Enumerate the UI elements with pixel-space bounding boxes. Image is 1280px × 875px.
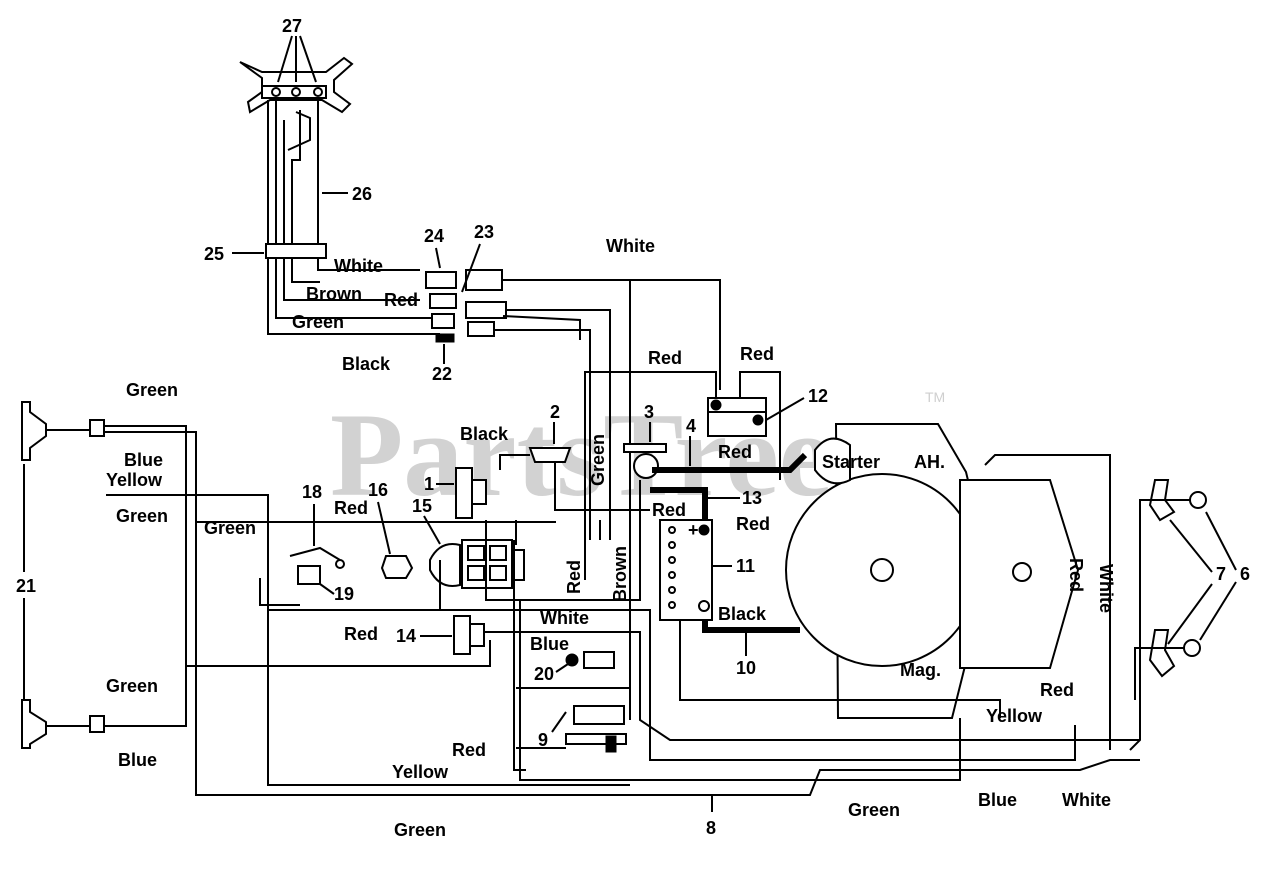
callout-11: 11	[736, 556, 755, 576]
starter-cable-4	[623, 443, 808, 633]
label-starter: Starter	[822, 452, 880, 472]
callout-24: 24	[424, 226, 444, 246]
battery-plus: +	[688, 520, 699, 540]
wire-labels: White White Brown Red Green Black Red Re…	[106, 236, 1116, 840]
callout-26: 26	[352, 184, 372, 204]
label-red-vert: Red	[564, 560, 584, 594]
label-red-harness: Red	[384, 290, 418, 310]
callout-2: 2	[550, 402, 560, 422]
callout-10: 10	[736, 658, 756, 678]
callouts: 1 2 3 4 6 7 8 9 10 11 12 13 14 15 16 18 …	[16, 16, 1250, 838]
label-yellow-engine: Yellow	[986, 706, 1043, 726]
engine-labels: Starter AH. Mag. +	[688, 452, 945, 680]
battery-11	[659, 519, 713, 621]
label-blue-low-left: Blue	[118, 750, 157, 770]
label-white-harness: White	[334, 256, 383, 276]
switch-2	[499, 447, 650, 511]
callout-21: 21	[16, 576, 36, 596]
callout-20: 20	[534, 664, 554, 684]
label-black-mid: Black	[460, 424, 509, 444]
label-green-bottom: Green	[394, 820, 446, 840]
white-wire-top	[502, 279, 721, 390]
label-blue-left-top: Blue	[124, 450, 163, 470]
label-red-right: Red	[1066, 558, 1086, 592]
label-green-harness: Green	[292, 312, 344, 332]
label-yellow-9: Yellow	[392, 762, 449, 782]
solenoid-12	[584, 371, 781, 580]
label-green-top-left: Green	[126, 380, 178, 400]
callout-6: 6	[1240, 564, 1250, 584]
label-red-13b: Red	[736, 514, 770, 534]
label-blue-mid: Blue	[530, 634, 569, 654]
label-yellow-left: Yellow	[106, 470, 163, 490]
label-white-right: White	[1096, 564, 1116, 613]
watermark-tm: TM	[925, 389, 945, 405]
label-green-mid-left: Green	[204, 518, 256, 538]
callout-12: 12	[808, 386, 828, 406]
callout-3: 3	[644, 402, 654, 422]
callout-16: 16	[368, 480, 388, 500]
engine	[785, 423, 1111, 750]
front-lights-21	[21, 401, 1140, 796]
label-green-low-left: Green	[106, 676, 158, 696]
callout-22: 22	[432, 364, 452, 384]
callout-4: 4	[686, 416, 696, 436]
label-ah: AH.	[914, 452, 945, 472]
fuse-block-15	[429, 539, 525, 589]
label-red-18: Red	[334, 498, 368, 518]
relay-9	[565, 705, 627, 753]
tail-lights	[1129, 479, 1207, 751]
label-green-vert: Green	[588, 434, 608, 486]
callout-25: 25	[204, 244, 224, 264]
label-white-top: White	[606, 236, 655, 256]
callout-8: 8	[706, 818, 716, 838]
headlight-assembly	[239, 56, 354, 114]
harness-26	[265, 100, 440, 335]
label-white-mid: White	[540, 608, 589, 628]
callout-9: 9	[538, 730, 548, 750]
label-red-14: Red	[344, 624, 378, 644]
label-white-bottom-right: White	[1062, 790, 1111, 810]
seat-switch-16	[380, 555, 414, 579]
callout-23: 23	[474, 222, 494, 242]
label-red-right-low: Red	[1040, 680, 1074, 700]
label-red-13: Red	[652, 500, 686, 520]
label-green-bottom-right: Green	[848, 800, 900, 820]
callout-19: 19	[334, 584, 354, 604]
callout-14: 14	[396, 626, 416, 646]
label-brown-vert: Brown	[610, 546, 630, 602]
label-green-left: Green	[116, 506, 168, 526]
label-black-harness: Black	[342, 354, 391, 374]
label-brown-harness: Brown	[306, 284, 362, 304]
label-red-relay: Red	[648, 348, 682, 368]
label-red-relay2: Red	[740, 344, 774, 364]
callout-27: 27	[282, 16, 302, 36]
label-red-9: Red	[452, 740, 486, 760]
callout-13: 13	[742, 488, 762, 508]
callout-18: 18	[302, 482, 322, 502]
diode-20	[565, 651, 615, 669]
label-mag: Mag.	[900, 660, 941, 680]
callout-1: 1	[424, 474, 434, 494]
callout-7: 7	[1216, 564, 1226, 584]
label-blue-bottom-right: Blue	[978, 790, 1017, 810]
center-wiring	[106, 480, 1140, 786]
brake-switch-18	[289, 546, 345, 585]
callout-15: 15	[412, 496, 432, 516]
label-black-10: Black	[718, 604, 767, 624]
label-red-mid: Red	[718, 442, 752, 462]
switch-1	[455, 467, 487, 519]
module-14	[453, 615, 485, 655]
